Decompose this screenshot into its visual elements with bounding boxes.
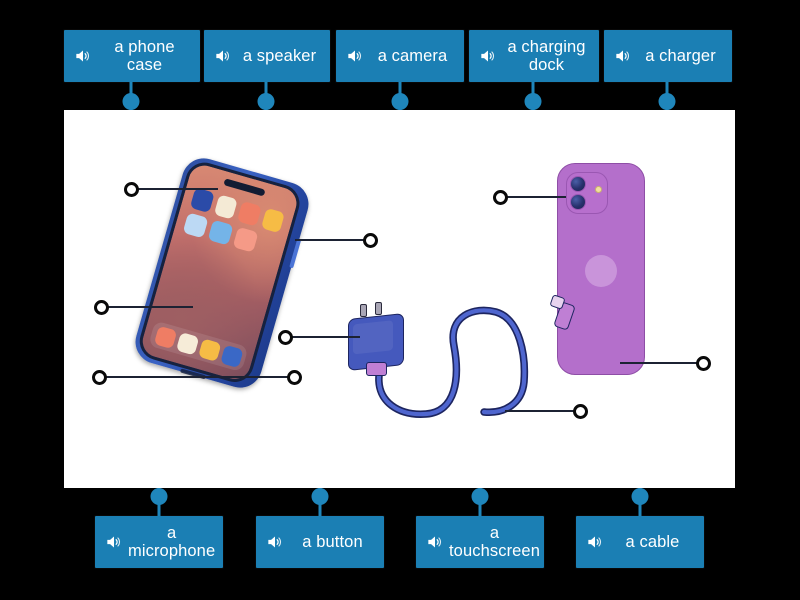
label-tab-charging-dock[interactable]: a charging dock — [469, 30, 599, 82]
label-pin-speaker — [256, 82, 276, 110]
wireless-charging-dock-coil — [585, 255, 617, 287]
app-icon — [207, 219, 234, 246]
label-tab-text: a touchscreen — [449, 523, 540, 560]
phone-touchscreen — [138, 161, 301, 383]
leader-line — [295, 239, 370, 241]
app-icon — [232, 226, 259, 253]
label-tab-touchscreen[interactable]: a touchscreen — [416, 516, 544, 568]
label-tab-text: a camera — [377, 46, 448, 65]
label-tab-text: a cable — [625, 532, 680, 551]
speaker-icon — [588, 536, 601, 548]
label-tab-charger[interactable]: a charger — [604, 30, 732, 82]
charging-cable — [375, 306, 529, 418]
speaker-icon — [428, 536, 441, 548]
label-pin-cable — [630, 488, 650, 516]
target-ring-camera[interactable] — [362, 232, 378, 248]
camera-flash-icon — [595, 186, 602, 193]
label-pin-charger — [657, 82, 677, 110]
app-icon — [213, 194, 238, 220]
leader-line — [505, 410, 580, 412]
charger-prong — [360, 304, 367, 317]
leader-line — [131, 188, 218, 190]
label-tab-cable[interactable]: a cable — [576, 516, 704, 568]
speaker-icon — [616, 50, 629, 62]
label-tab-camera[interactable]: a camera — [336, 30, 464, 82]
app-icon — [260, 207, 285, 234]
label-pin-touchscreen — [470, 488, 490, 516]
target-ring-phone-case[interactable] — [123, 181, 139, 197]
target-ring-charger[interactable] — [277, 329, 293, 345]
charger-illustration — [344, 294, 594, 428]
label-tab-text: a charging dock — [507, 37, 586, 74]
camera-module — [566, 172, 608, 214]
leader-line — [620, 362, 703, 364]
leader-line — [500, 196, 566, 198]
label-pin-charging-dock — [523, 82, 543, 110]
speaker-icon — [76, 50, 89, 62]
target-ring-speaker[interactable] — [492, 189, 508, 205]
label-tab-button[interactable]: a button — [256, 516, 384, 568]
app-icon-grid — [181, 187, 285, 263]
earpiece-speaker-slot — [222, 178, 266, 197]
speaker-icon — [348, 50, 361, 62]
dock-app-icon — [175, 331, 200, 355]
charger-cable-port — [366, 362, 387, 376]
label-tab-text: a speaker — [242, 46, 317, 65]
diagram-canvas — [64, 110, 735, 488]
leader-line — [101, 306, 193, 308]
smartphone-back-illustration — [557, 163, 645, 375]
leader-line — [99, 376, 294, 378]
label-tab-text: a microphone — [128, 523, 216, 560]
label-tab-microphone[interactable]: a microphone — [95, 516, 223, 568]
camera-lens-icon — [570, 176, 586, 192]
speaker-icon — [107, 536, 120, 548]
dock-app-icon — [197, 337, 222, 362]
target-ring-cable[interactable] — [572, 403, 588, 419]
leader-line — [285, 336, 360, 338]
dock-app-icon — [153, 325, 177, 349]
label-pin-button — [310, 488, 330, 516]
app-icon — [182, 212, 209, 239]
app-icon — [236, 200, 262, 227]
label-tab-phone-case[interactable]: a phone case — [64, 30, 200, 82]
label-tab-speaker[interactable]: a speaker — [204, 30, 330, 82]
label-pin-microphone — [149, 488, 169, 516]
dock-app-icon — [219, 344, 244, 368]
charger-prong — [375, 302, 382, 315]
target-ring-microphone[interactable] — [91, 369, 107, 385]
camera-lens-icon — [570, 194, 586, 210]
target-ring-touchscreen[interactable] — [93, 299, 109, 315]
label-tab-text: a phone case — [114, 37, 175, 74]
target-ring-button[interactable] — [286, 369, 302, 385]
label-pin-camera — [390, 82, 410, 110]
label-tab-text: a charger — [645, 46, 716, 65]
target-ring-charging-dock[interactable] — [695, 355, 711, 371]
speaker-icon — [268, 536, 281, 548]
speaker-icon — [481, 50, 494, 62]
speaker-icon — [216, 50, 229, 62]
phone-bezel — [135, 158, 304, 387]
app-icon — [189, 187, 215, 213]
label-pin-phone-case — [121, 82, 141, 110]
label-tab-text: a button — [302, 532, 363, 551]
